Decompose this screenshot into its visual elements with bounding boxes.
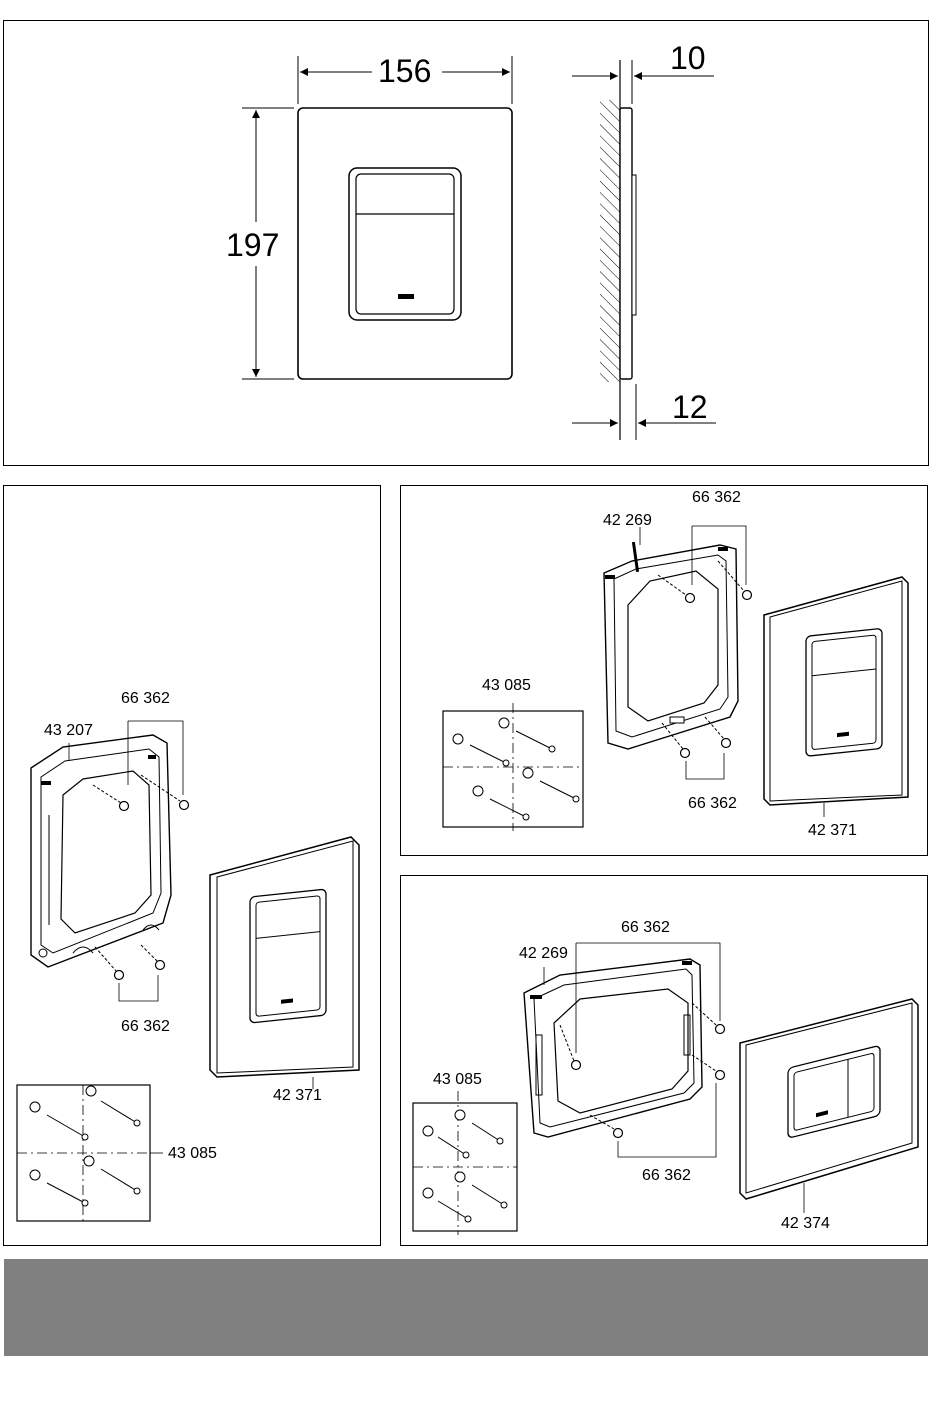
front-plate: [298, 108, 512, 379]
width-value: 156: [378, 55, 431, 87]
frame-screws-bottom: [95, 945, 165, 1001]
mounting-frame: [31, 735, 171, 967]
kit-label: 43 085: [433, 1072, 482, 1088]
frame-label: 42 269: [603, 513, 652, 529]
top-right-panel-drawing: [400, 485, 928, 856]
depth-top-value: 10: [670, 42, 706, 74]
flush-plate: [210, 837, 359, 1089]
dimension-drawing: [0, 0, 950, 470]
plate-label: 42 371: [808, 823, 857, 839]
depth-bottom-value: 12: [672, 391, 708, 423]
frame-label: 43 207: [44, 723, 93, 739]
mounting-frame: [524, 959, 702, 1137]
screws-top-label: 66 362: [121, 691, 170, 707]
mounting-frame: [604, 542, 738, 749]
plate-label: 42 374: [781, 1216, 830, 1232]
flush-plate: [764, 577, 908, 817]
kit-label: 43 085: [482, 678, 531, 694]
kit-label: 43 085: [168, 1146, 217, 1162]
screw-kit: [443, 703, 583, 831]
flush-plate: [740, 999, 918, 1213]
screws-bottom-label: 66 362: [121, 1019, 170, 1035]
side-view: [572, 60, 716, 440]
screws-bottom-label: 66 362: [642, 1168, 691, 1184]
screw-kit: [413, 1091, 517, 1235]
plate-label: 42 371: [273, 1088, 322, 1104]
left-panel-drawing: [3, 485, 381, 1246]
screws-bottom-label: 66 362: [688, 796, 737, 812]
screws-top-label: 66 362: [692, 490, 741, 506]
screw-kit: [17, 1085, 163, 1221]
screws-top-label: 66 362: [621, 920, 670, 936]
footer-band: [4, 1259, 928, 1356]
height-value: 197: [226, 229, 279, 261]
frame-label: 42 269: [519, 946, 568, 962]
